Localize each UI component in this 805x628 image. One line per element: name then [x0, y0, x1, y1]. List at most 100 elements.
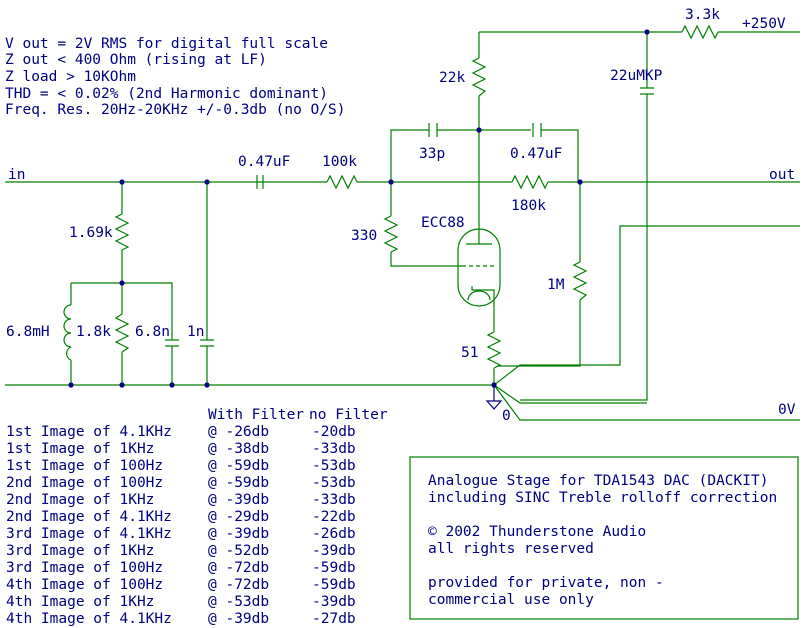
table-row-label: 3rd Image of 4.1KHz [6, 526, 172, 542]
label-out: out [769, 167, 795, 183]
table-header-without: no Filter [309, 407, 388, 423]
label-c-047-in: 0.47uF [238, 154, 290, 170]
table-row-label: 3rd Image of 1KHz [6, 543, 154, 559]
resistor-1k69 [114, 213, 130, 251]
resistor-22k [471, 57, 487, 97]
table-row-without: -33db [312, 492, 356, 508]
label-c-047-fb: 0.47uF [510, 146, 562, 162]
label-r-100k: 100k [322, 154, 357, 170]
inductor-6m8 [63, 304, 72, 361]
resistor-51 [486, 331, 502, 369]
label-v-0: 0V [778, 402, 796, 418]
table-row-label: 2nd Image of 100Hz [6, 475, 163, 491]
label-r-169k: 1.69k [69, 225, 113, 241]
label-c-33p: 33p [419, 146, 445, 162]
info-box-border [409, 456, 799, 620]
spec-line: Z load > 10KOhm [5, 69, 136, 85]
table-row-with: @ -72db [208, 577, 269, 593]
spec-block: V out = 2V RMS for digital full scale Z … [5, 36, 345, 118]
info-box: Analogue Stage for TDA1543 DAC (DACKIT) … [409, 456, 799, 620]
cap-047-input [256, 175, 272, 189]
table-row-with: @ -59db [208, 458, 269, 474]
label-r-51: 51 [461, 345, 478, 361]
table-row-label: 1st Image of 4.1KHz [6, 424, 172, 440]
resistor-330 [383, 215, 399, 253]
resistor-100k [326, 174, 358, 190]
cap-6n8 [165, 339, 179, 350]
table-row-without: -53db [312, 458, 356, 474]
info-line: commercial use only [428, 592, 594, 608]
feedback-33p-wire [390, 129, 479, 182]
label-r-180k: 180k [511, 198, 546, 214]
table-row-label: 1st Image of 1KHz [6, 441, 154, 457]
bias-wire [497, 182, 581, 367]
label-in: in [8, 167, 25, 183]
table-row-with: @ -39db [208, 492, 269, 508]
table-row-without: -39db [312, 594, 356, 610]
table-row-with: @ -39db [208, 526, 269, 542]
label-c-68n: 6.8n [135, 324, 170, 340]
cap-1n [200, 339, 214, 350]
resistor-180k [511, 174, 549, 190]
label-r-18k: 1.8k [76, 324, 111, 340]
table-row-with: @ -38db [208, 441, 269, 457]
table-row-without: -39db [312, 543, 356, 559]
label-l-68: 6.8mH [6, 324, 50, 340]
table-row-without: -22db [312, 509, 356, 525]
label-gnd-0: 0 [502, 408, 511, 424]
spec-line: THD = < 0.02% (2nd Harmonic dominant) [5, 86, 328, 102]
table-row-label: 4th Image of 4.1KHz [6, 611, 172, 627]
table-row-with: @ -53db [208, 594, 269, 610]
resistor-3k3 [681, 24, 719, 40]
label-c-22u: 22uMKP [610, 68, 663, 84]
table-row-with: @ -29db [208, 509, 269, 525]
junctions [68, 29, 650, 388]
cap-22u [640, 84, 654, 96]
tube-ecc88 [457, 228, 501, 307]
info-line: provided for private, non - [428, 575, 664, 591]
table-row-without: -59db [312, 577, 356, 593]
table-row-label: 2nd Image of 1KHz [6, 492, 154, 508]
info-line: Analogue Stage for TDA1543 DAC (DACKIT) [428, 473, 768, 489]
table-row-without: -53db [312, 475, 356, 491]
resistor-1k8 [114, 313, 130, 353]
label-r-330: 330 [351, 228, 377, 244]
spec-line: V out = 2V RMS for digital full scale [5, 36, 328, 52]
table-row-without: -20db [312, 424, 356, 440]
ground-symbol [485, 385, 503, 410]
table-row-without: -27db [312, 611, 356, 627]
spec-line: Freq. Res. 20Hz-20KHz +/-0.3db (no O/S) [5, 102, 345, 118]
decoupling-wire [520, 32, 648, 401]
info-line: all rights reserved [428, 541, 594, 557]
table-row-label: 4th Image of 1KHz [6, 594, 154, 610]
table-row-without: -33db [312, 441, 356, 457]
label-tube: ECC88 [421, 215, 465, 231]
label-v-250: +250V [742, 16, 786, 32]
table-row-label: 2nd Image of 4.1KHz [6, 509, 172, 525]
label-r-3k3: 3.3k [685, 7, 720, 23]
grid-wire [390, 182, 462, 267]
table-row-without: -26db [312, 526, 356, 542]
cap-33p [428, 123, 439, 137]
info-line: including SINC Treble rolloff correction [428, 490, 777, 506]
table-header-with: With Filter [208, 407, 304, 423]
table-row-label: 3rd Image of 100Hz [6, 560, 163, 576]
table-row-with: @ -72db [208, 560, 269, 576]
spec-line: Z out < 400 Ohm (rising at LF) [5, 52, 267, 68]
label-r-1m: 1M [547, 277, 565, 293]
table-row-with: @ -59db [208, 475, 269, 491]
table-row-with: @ -26db [208, 424, 269, 440]
label-c-1n: 1n [187, 324, 204, 340]
info-line: © 2002 Thunderstone Audio [428, 524, 646, 540]
label-r-22k: 22k [439, 70, 465, 86]
feedback-047-wire [479, 129, 579, 182]
table-row-label: 4th Image of 100Hz [6, 577, 163, 593]
table-row-without: -59db [312, 560, 356, 576]
star-ground [493, 225, 800, 421]
cap-047-feedback [532, 123, 542, 137]
image-table: With Filter no Filter 1st Image of 4.1KH… [6, 407, 388, 627]
table-row-with: @ -39db [208, 611, 269, 627]
resistor-1m [572, 261, 588, 301]
table-row-label: 1st Image of 100Hz [6, 458, 163, 474]
